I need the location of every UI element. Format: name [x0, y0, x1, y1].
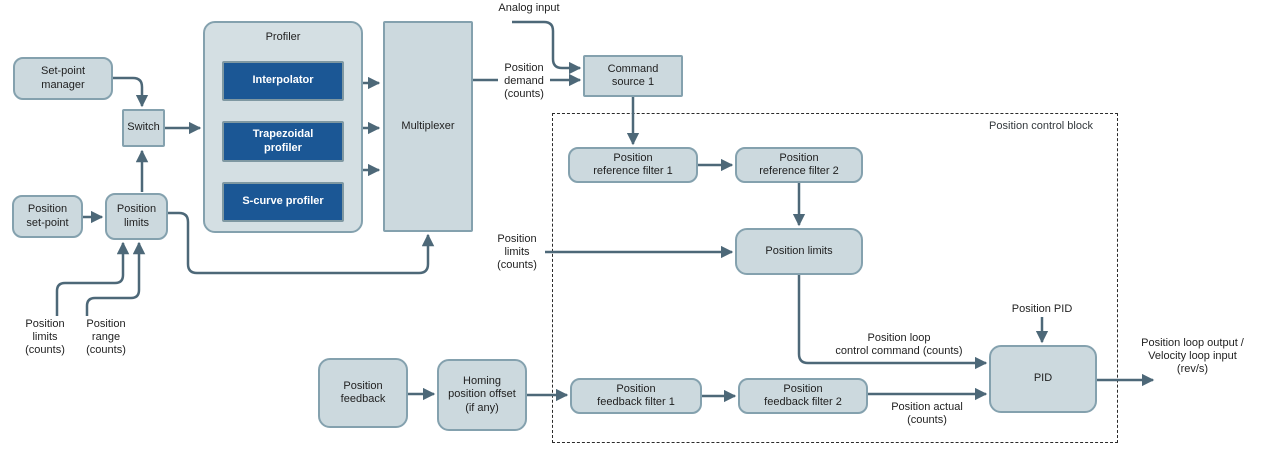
position-feedback-block: Position feedback [318, 358, 408, 428]
position-feedback-filter-2-block: Position feedback filter 2 [738, 378, 868, 414]
pid-block: PID [989, 345, 1097, 413]
position-reference-filter-2-block: Position reference filter 2 [735, 147, 863, 183]
multiplexer-block: Multiplexer [383, 21, 473, 232]
position-pid-label: Position PID [1011, 303, 1073, 315]
set-point-manager-block: Set-point manager [13, 57, 113, 100]
position-control-block-boundary: Position control block [552, 113, 1118, 443]
position-limits-counts-label: Position limits (counts) [25, 318, 65, 356]
arrow-analog-input-to-command-source [512, 20, 582, 75]
position-reference-filter-1-block: Position reference filter 1 [568, 147, 698, 183]
analog-input-label: Analog input [498, 2, 560, 14]
switch-block: Switch [122, 109, 165, 147]
position-range-counts-label: Position range (counts) [86, 318, 126, 356]
s-curve-profiler-block: S-curve profiler [222, 182, 344, 222]
position-set-point-block: Position set-point [12, 195, 83, 238]
arrow-position-limits-to-pid [797, 275, 988, 370]
position-limits-block: Position limits [105, 193, 168, 240]
homing-position-offset-block: Homing position offset (if any) [437, 359, 527, 431]
position-feedback-filter-1-block: Position feedback filter 1 [570, 378, 702, 414]
command-source-1-block: Command source 1 [583, 55, 683, 97]
position-control-block-title: Position control block [989, 120, 1093, 132]
position-loop-output-label: Position loop output / Velocity loop inp… [1141, 337, 1244, 375]
position-limits-control-block: Position limits [735, 228, 863, 275]
arrow-range-counts-to-position-limits [85, 241, 146, 316]
position-actual-label: Position actual (counts) [891, 401, 963, 426]
arrow-setpoint-manager-to-switch [113, 76, 149, 108]
profiler-title: Profiler [265, 31, 301, 43]
position-demand-label: Position demand (counts) [498, 62, 550, 101]
arrow-limits-counts-to-position-limits [55, 241, 130, 316]
position-loop-control-command-label: Position loop control command (counts) [835, 332, 963, 357]
interpolator-block: Interpolator [222, 61, 344, 101]
trapezoidal-profiler-block: Trapezoidal profiler [222, 121, 344, 162]
position-limits-counts-mid-label: Position limits (counts) [497, 233, 537, 271]
arrow-position-limits-to-multiplexer [168, 211, 435, 275]
